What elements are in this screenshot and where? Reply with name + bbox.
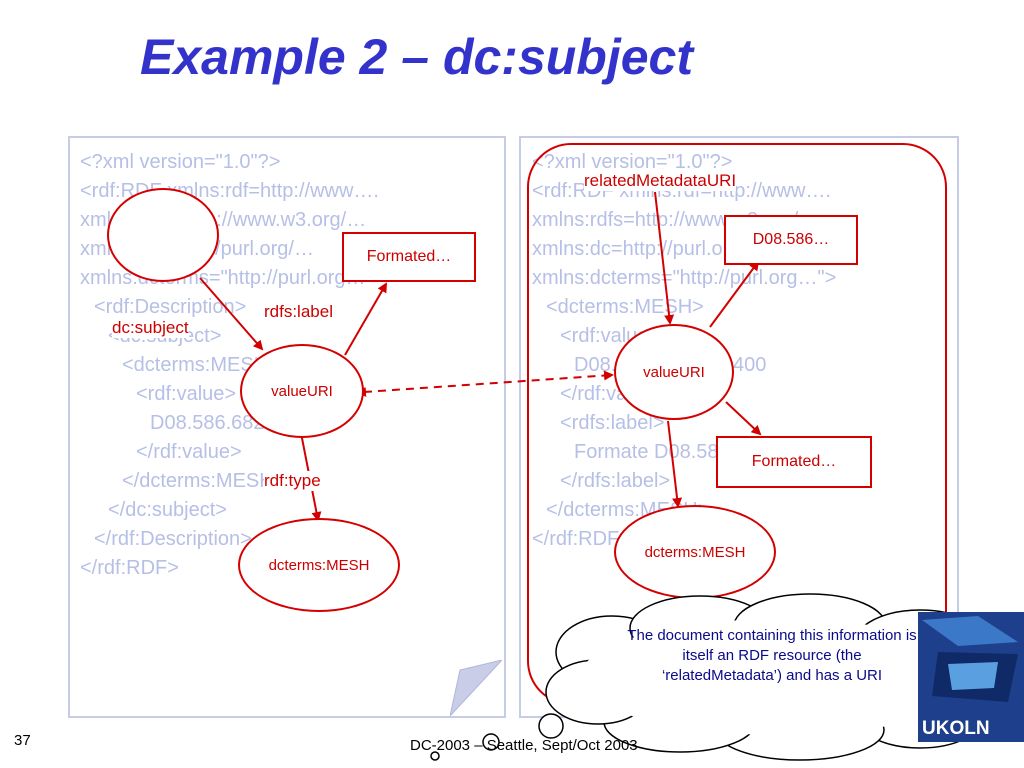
right-code-line: <dcterms:MESH> <box>546 296 704 318</box>
left-code-line: </dcterms:MESH> <box>122 470 286 492</box>
left-document-resource-node <box>107 188 219 282</box>
left-formated-box: Formated… <box>342 232 476 282</box>
left-label-rdfs-label: rdfs:label <box>264 302 333 321</box>
left-code-line: </rdf:RDF> <box>80 557 179 579</box>
edge-rdfs-label-left <box>344 282 388 356</box>
edge-right-type <box>667 420 683 508</box>
right-code-line: <?xml version="1.0"?> <box>532 151 733 173</box>
left-code-line: </dc:subject> <box>108 499 227 521</box>
left-code-line: <rdf:Description> <box>94 296 247 318</box>
right-code-listing: <?xml version="1.0"?><rdf:RDF xmlns:rdf=… <box>532 148 836 554</box>
right-code-line: </rdfs:label> <box>560 470 671 492</box>
slide-title: Example 2 – dc:subject <box>140 29 694 85</box>
right-formated-box: Formated… <box>716 436 872 488</box>
right-label-related-metadata-uri: relatedMetadataURI <box>584 171 737 191</box>
footer-text: DC-2003 – Seattle, Sept/Oct 2003 <box>410 737 638 754</box>
left-code-line: </rdf:Description> <box>94 528 252 550</box>
right-d08-box: D08.586… <box>724 215 858 265</box>
left-code-line: <rdf:value> <box>136 383 237 405</box>
right-code-line: xmlns:dc=http://purl.org/… <box>532 238 766 260</box>
left-mesh-node: dcterms:MESH <box>238 518 400 612</box>
ukoln-logo: UKOLN <box>918 612 1024 742</box>
slide-number: 37 <box>14 732 31 749</box>
right-value-uri-node: valueURI <box>614 324 734 420</box>
left-code-line: </rdf:value> <box>136 441 242 463</box>
right-code-line: </rdf:RDF> <box>532 528 631 550</box>
edge-related-uri <box>654 191 675 325</box>
callout-text: The document containing this information… <box>627 627 917 684</box>
left-value-uri-node: valueURI <box>240 344 364 438</box>
right-mesh-node: dcterms:MESH <box>614 505 776 599</box>
logo-text: UKOLN <box>922 718 990 739</box>
left-label-rdf-type: rdf:type <box>264 471 321 491</box>
right-code-line: <rdfs:label> <box>560 412 665 434</box>
left-code-line: <dcterms:MESH> <box>122 354 280 376</box>
edge-right-value <box>709 260 760 328</box>
edge-dc-subject <box>199 277 264 351</box>
left-label-dc-subject: dc:subject <box>112 318 189 338</box>
edge-right-label <box>725 401 762 436</box>
right-code-line: xmlns:dcterms="http://purl.org…"> <box>532 267 837 289</box>
left-code-line: <?xml version="1.0"?> <box>80 151 281 173</box>
page-fold-corner <box>450 660 502 716</box>
